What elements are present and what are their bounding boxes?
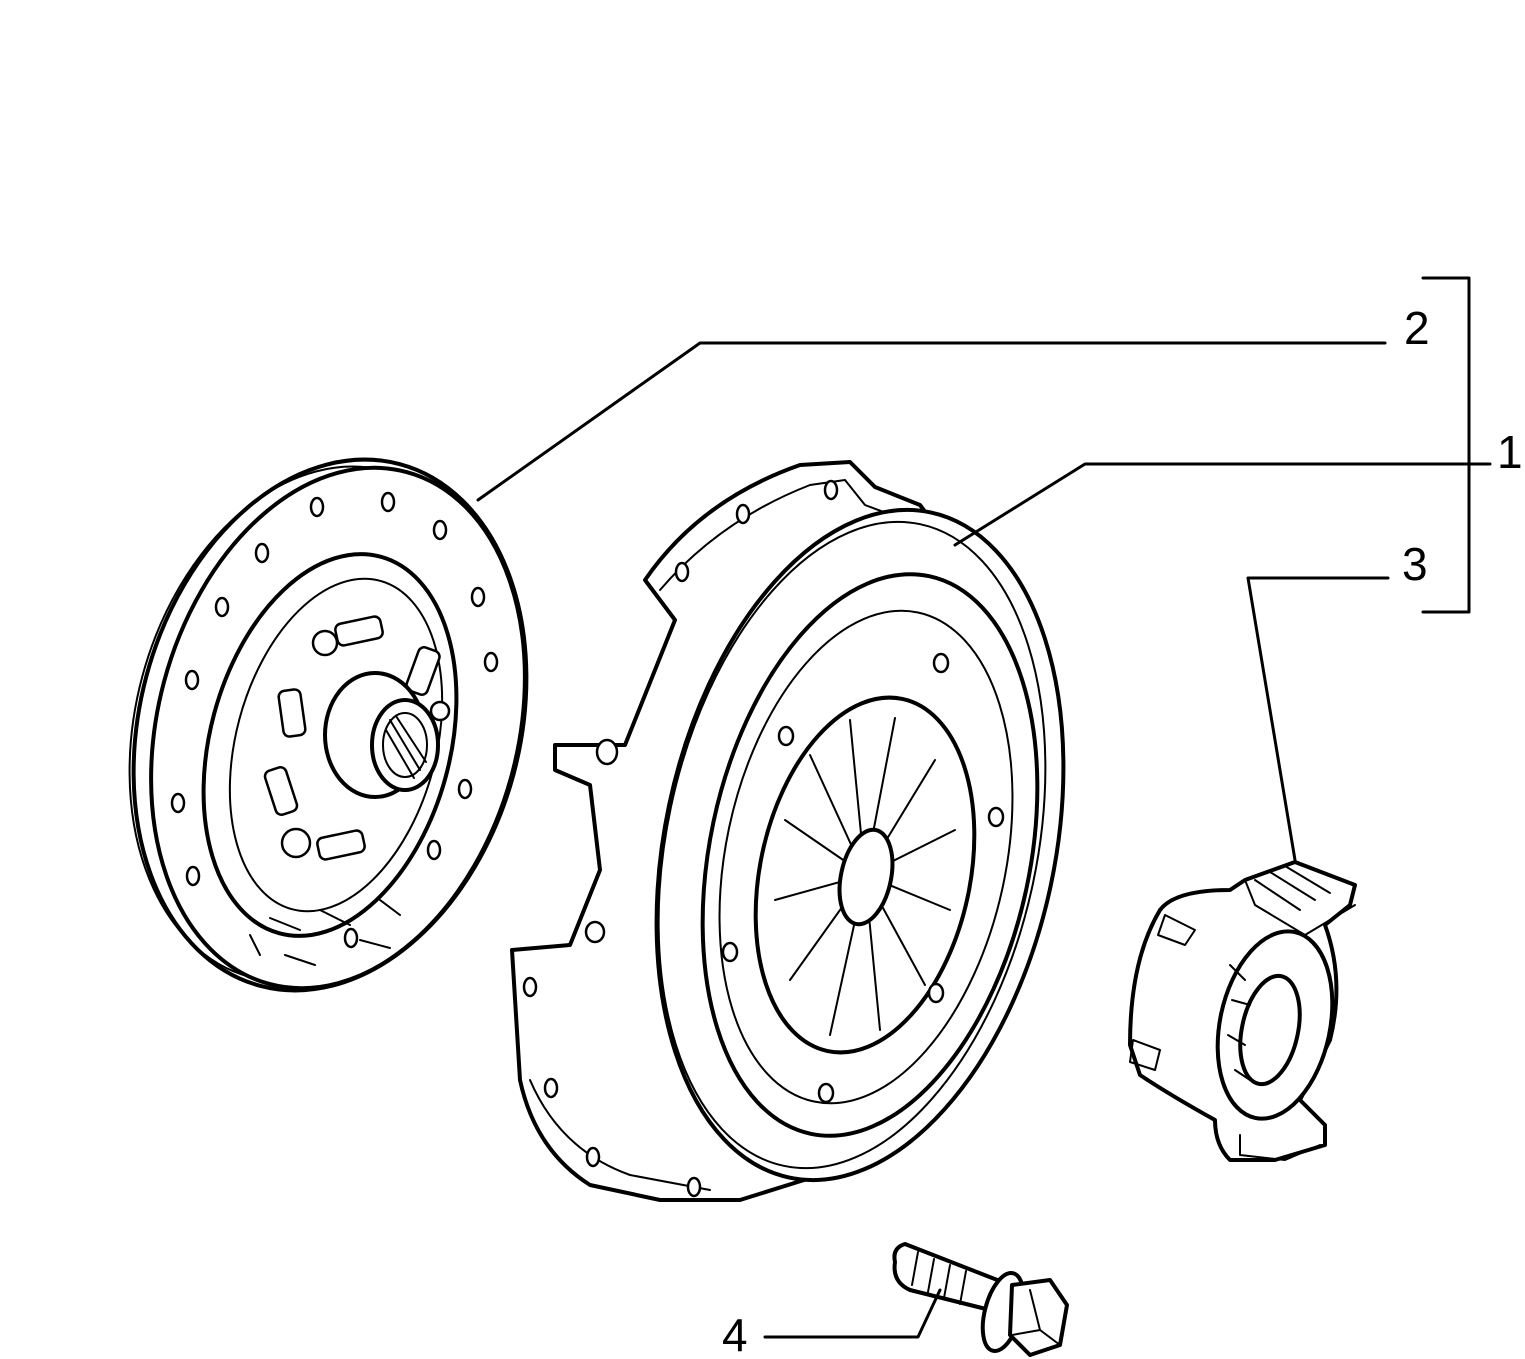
- callout-1: 1: [1497, 426, 1523, 478]
- damper-springs: [263, 615, 441, 861]
- release-bearing: [1128, 860, 1357, 1162]
- pressure-plate: [510, 460, 1066, 1202]
- cover-rivets: [721, 652, 1005, 1104]
- disc-rivet-holes: [170, 491, 499, 949]
- clutch-disc: [128, 457, 529, 993]
- leader-lines: [476, 276, 1492, 1339]
- callout-4: 4: [722, 1309, 748, 1359]
- callout-2: 2: [1404, 302, 1430, 354]
- callout-3: 3: [1402, 538, 1428, 590]
- bolt: [892, 1242, 1069, 1357]
